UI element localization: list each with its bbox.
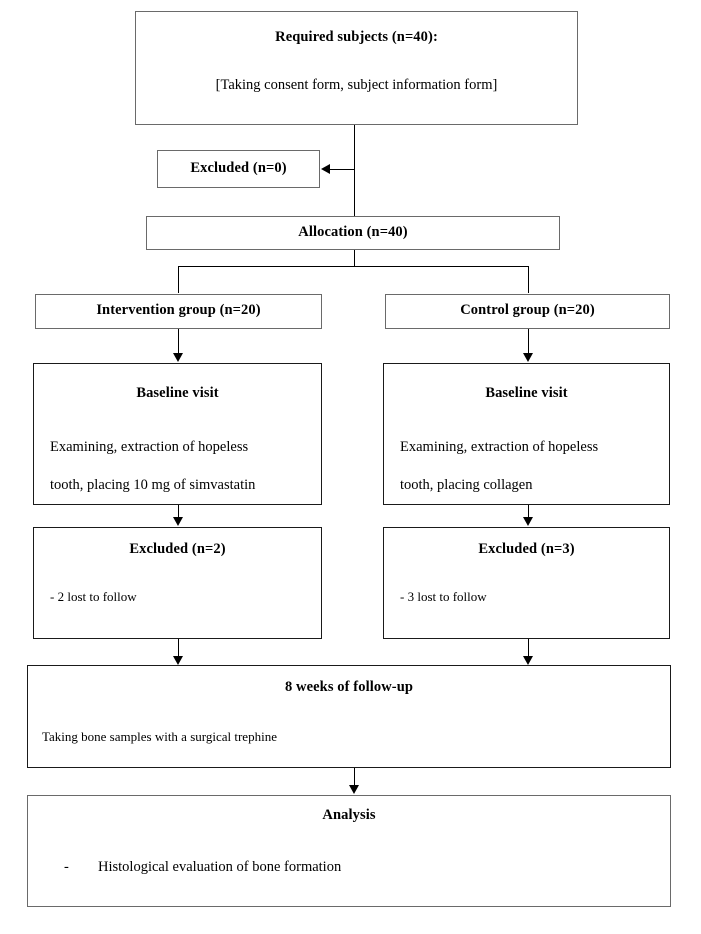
- connector-allocation-stem: [354, 250, 355, 267]
- arrowhead-control-baseline: [523, 353, 533, 362]
- node-excluded-screening: Excluded (n=0): [157, 150, 320, 188]
- node-followup-title: 8 weeks of follow-up: [284, 679, 414, 695]
- node-followup-detail: Taking bone samples with a surgical trep…: [42, 729, 277, 744]
- arrowhead-followup-left: [173, 656, 183, 665]
- node-excluded-control-title: Excluded (n=3): [478, 541, 575, 557]
- node-analysis-bullet-marker: -: [64, 859, 69, 875]
- node-enrollment: Required subjects (n=40): [Taking consen…: [135, 11, 578, 125]
- node-enrollment-detail: [Taking consent form, subject informatio…: [215, 77, 498, 93]
- connector-baseline-to-excluded-control: [528, 505, 529, 518]
- node-analysis-bullet: - Histological evaluation of bone formati…: [64, 858, 662, 876]
- arrowhead-excluded-intervention: [173, 517, 183, 526]
- arrowhead-followup-right: [523, 656, 533, 665]
- node-analysis-bullet-text: Histological evaluation of bone formatio…: [98, 859, 342, 875]
- node-excluded-control-detail: - 3 lost to follow: [400, 589, 487, 604]
- node-baseline-control-title: Baseline visit: [485, 385, 568, 401]
- connector-allocation-to-intervention: [178, 266, 179, 293]
- node-baseline-intervention: Baseline visit Examining, extraction of …: [33, 363, 322, 505]
- connector-intervention-to-baseline: [178, 329, 179, 354]
- node-intervention-group: Intervention group (n=20): [35, 294, 322, 329]
- node-baseline-intervention-title: Baseline visit: [136, 385, 219, 401]
- node-allocation: Allocation (n=40): [146, 216, 560, 250]
- node-excluded-screening-title: Excluded (n=0): [190, 160, 287, 176]
- connector-to-excluded-screening: [330, 169, 355, 170]
- node-allocation-title: Allocation (n=40): [298, 224, 408, 240]
- node-excluded-control: Excluded (n=3) - 3 lost to follow: [383, 527, 670, 639]
- connector-followup-to-analysis: [354, 768, 355, 786]
- connector-excluded-control-to-followup: [528, 639, 529, 657]
- arrowhead-excluded-control: [523, 517, 533, 526]
- connector-baseline-to-excluded-intervention: [178, 505, 179, 518]
- node-excluded-intervention-detail: - 2 lost to follow: [50, 589, 137, 604]
- node-analysis: Analysis - Histological evaluation of bon…: [27, 795, 671, 907]
- node-baseline-control: Baseline visit Examining, extraction of …: [383, 363, 670, 505]
- connector-excluded-intervention-to-followup: [178, 639, 179, 657]
- connector-control-to-baseline: [528, 329, 529, 354]
- connector-allocation-to-control: [528, 266, 529, 293]
- node-control-group: Control group (n=20): [385, 294, 670, 329]
- node-analysis-title: Analysis: [322, 807, 376, 823]
- connector-enrollment-to-allocation: [354, 125, 355, 216]
- arrowhead-excluded-screening: [321, 164, 330, 174]
- node-followup: 8 weeks of follow-up Taking bone samples…: [27, 665, 671, 768]
- node-control-group-title: Control group (n=20): [460, 302, 595, 318]
- node-baseline-intervention-line2: tooth, placing 10 mg of simvastatin: [50, 477, 256, 493]
- node-enrollment-title: Required subjects (n=40):: [275, 29, 438, 45]
- node-baseline-control-line2: tooth, placing collagen: [400, 477, 533, 493]
- node-baseline-control-line1: Examining, extraction of hopeless: [400, 439, 599, 455]
- node-intervention-group-title: Intervention group (n=20): [96, 302, 261, 318]
- connector-allocation-split: [178, 266, 529, 267]
- node-excluded-intervention: Excluded (n=2) - 2 lost to follow: [33, 527, 322, 639]
- node-baseline-intervention-line1: Examining, extraction of hopeless: [50, 439, 249, 455]
- arrowhead-analysis: [349, 785, 359, 794]
- node-excluded-intervention-title: Excluded (n=2): [129, 541, 226, 557]
- arrowhead-intervention-baseline: [173, 353, 183, 362]
